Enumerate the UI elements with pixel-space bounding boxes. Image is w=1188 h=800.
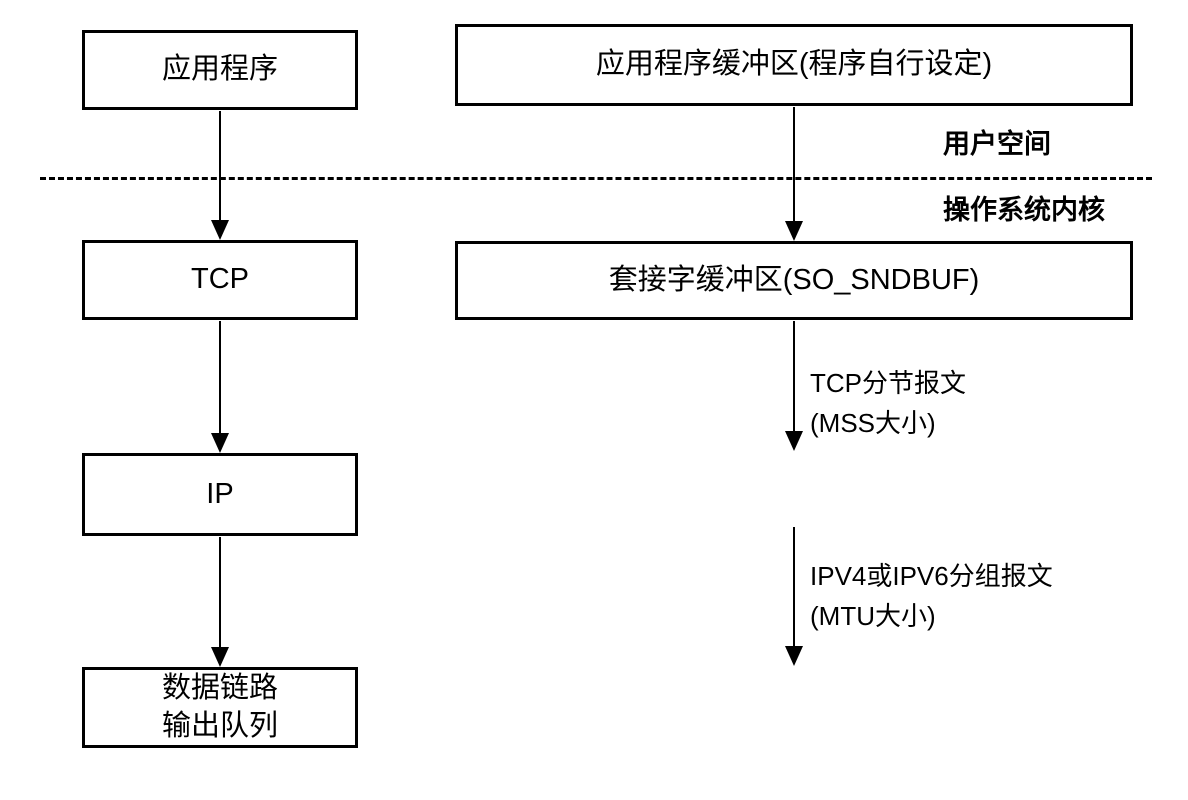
arrow-head-icon <box>785 221 803 241</box>
arrow-head-icon <box>785 431 803 451</box>
user-kernel-divider <box>40 177 1152 180</box>
arrow-ip-packets <box>784 527 804 666</box>
box-tcp: TCP <box>82 240 358 320</box>
caption-tcp-segment-mss: TCP分节报文 (MSS大小) <box>810 368 967 438</box>
caption-ip-packet-mtu: IPV4或IPV6分组报文 (MTU大小) <box>810 561 1053 631</box>
arrow-tcp-segments <box>784 321 804 451</box>
arrow-head-icon <box>211 220 229 240</box>
arrow-application-to-tcp <box>210 111 230 240</box>
label-os-kernel: 操作系统内核 <box>943 195 1105 225</box>
arrow-line <box>219 111 221 221</box>
box-socket-buffer: 套接字缓冲区(SO_SNDBUF) <box>455 241 1133 320</box>
arrow-line <box>219 321 221 434</box>
arrow-head-icon <box>785 646 803 666</box>
arrow-head-icon <box>211 433 229 453</box>
arrow-ip-to-datalink <box>210 537 230 667</box>
arrow-line <box>793 107 795 222</box>
arrow-line <box>793 527 795 647</box>
label-user-space: 用户空间 <box>943 129 1051 159</box>
arrow-line <box>219 537 221 648</box>
box-application: 应用程序 <box>82 30 358 110</box>
arrow-tcp-to-ip <box>210 321 230 453</box>
box-datalink-output-queue: 数据链路 输出队列 <box>82 667 358 748</box>
box-ip: IP <box>82 453 358 536</box>
arrow-appbuffer-to-socketbuffer <box>784 107 804 241</box>
arrow-head-icon <box>211 647 229 667</box>
box-application-buffer: 应用程序缓冲区(程序自行设定) <box>455 24 1133 106</box>
arrow-line <box>793 321 795 432</box>
